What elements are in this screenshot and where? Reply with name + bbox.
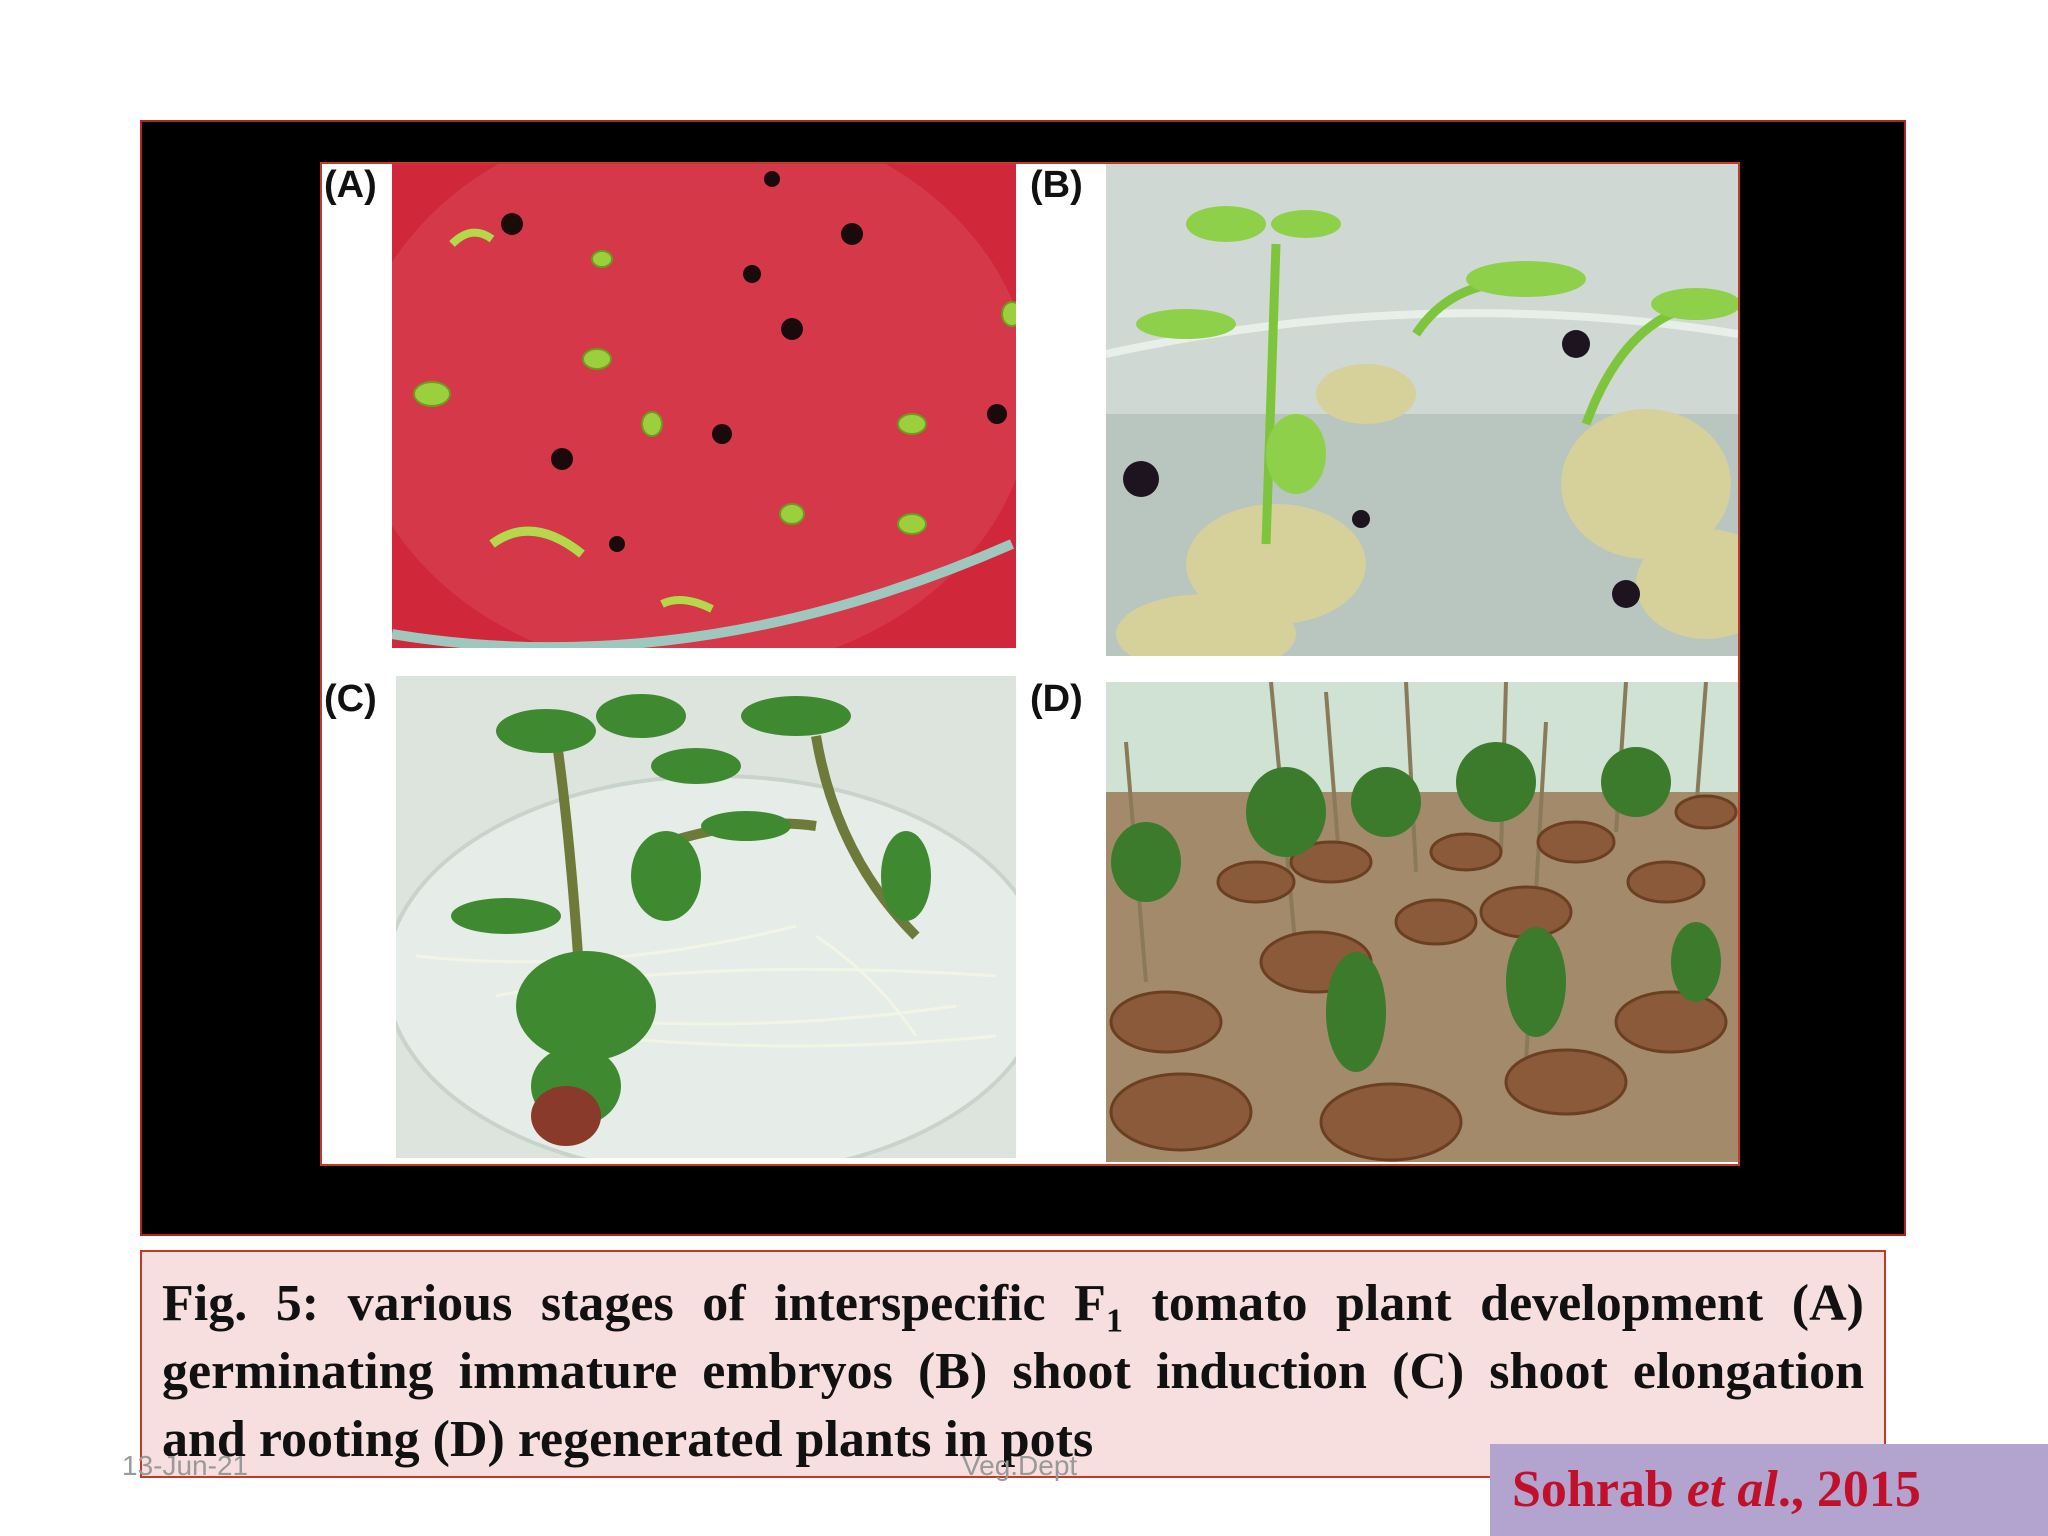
figure-caption: Fig. 5: various stages of interspecific … bbox=[162, 1270, 1864, 1474]
citation-year: ., 2015 bbox=[1777, 1461, 1921, 1518]
panel-label-d: (D) bbox=[1030, 678, 1083, 720]
panel-label-b: (B) bbox=[1030, 164, 1083, 206]
panel-c-image bbox=[396, 676, 1016, 1158]
panel-d-image bbox=[1106, 682, 1738, 1162]
caption-subscript: 1 bbox=[1105, 1302, 1123, 1340]
citation-etal: et al bbox=[1686, 1461, 1778, 1518]
citation-author: Sohrab bbox=[1512, 1461, 1687, 1518]
caption-suffix: tomato plant development (A) germinating… bbox=[162, 1275, 1864, 1468]
figure-caption-box: Fig. 5: various stages of interspecific … bbox=[140, 1250, 1886, 1478]
caption-prefix: Fig. 5: various stages of interspecific … bbox=[162, 1275, 1106, 1332]
footer-date: 13-Jun-21 bbox=[122, 1450, 249, 1481]
panel-b-image bbox=[1106, 164, 1738, 656]
figure-composite: (A) bbox=[320, 162, 1740, 1166]
footer-dept: Veg.Dept bbox=[962, 1450, 1078, 1481]
panel-label-c: (C) bbox=[324, 678, 377, 720]
panel-label-a: (A) bbox=[324, 164, 377, 206]
citation-badge: Sohrab et al., 2015 bbox=[1490, 1444, 2048, 1536]
panel-a-image bbox=[392, 164, 1016, 648]
